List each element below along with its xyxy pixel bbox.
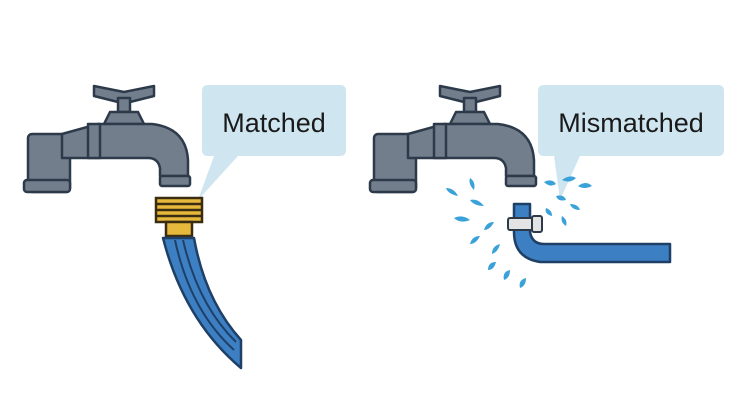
water-drop-icon [492, 244, 500, 254]
water-drop-icon [544, 180, 556, 186]
water-drop-icon [454, 216, 470, 222]
water-drop-icon [545, 208, 552, 216]
matched-panel: Matched [22, 84, 346, 370]
matched-fitting-icon [154, 196, 204, 238]
mismatched-panel: Mismatched [368, 84, 724, 288]
mismatched-faucet-icon [368, 84, 538, 194]
matched-speech-bubble-icon: Matched [198, 85, 346, 200]
water-drop-icon [519, 278, 526, 288]
water-drop-icon [503, 270, 510, 280]
water-drop-icon [488, 262, 496, 270]
water-drop-icon [446, 188, 458, 196]
water-drop-icon [470, 236, 480, 244]
water-drop-icon [470, 199, 484, 206]
matched-faucet-icon [22, 84, 192, 194]
mismatched-clamp-icon [507, 215, 543, 233]
water-drop-icon [561, 216, 567, 226]
mismatched-speech-bubble-icon: Mismatched [538, 85, 724, 200]
mismatched-label: Mismatched [558, 108, 704, 138]
water-drop-icon [484, 222, 494, 230]
water-drop-icon [570, 204, 580, 210]
water-drop-icon [556, 195, 566, 201]
water-drops [446, 176, 592, 288]
water-drop-icon [578, 183, 592, 188]
mismatched-pipe-icon [512, 202, 672, 264]
water-drop-icon [562, 176, 576, 182]
matched-label: Matched [222, 108, 326, 138]
matched-hose-icon [161, 236, 243, 370]
water-drop-icon [469, 178, 475, 190]
